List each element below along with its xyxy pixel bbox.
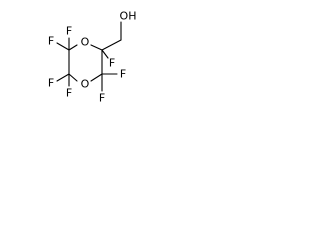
atom-label-o1: O	[81, 36, 90, 49]
bond-o1-c3	[90, 44, 103, 51]
atom-label-o2: O	[81, 78, 90, 91]
bond-c4-o2	[90, 73, 103, 82]
bond-c5-f4	[56, 73, 70, 82]
bond-c3-f3	[101, 49, 109, 59]
bond-c2-o1	[68, 44, 78, 51]
atom-label-f3: F	[109, 57, 115, 70]
bond-o2-c5	[68, 73, 78, 82]
atom-label-oh: OH	[120, 10, 137, 23]
molecule-diagram: OH F F O F F O F F F	[48, 10, 137, 105]
bond-c3-ch2	[101, 39, 122, 51]
atom-label-f6: F	[120, 68, 126, 81]
bond-c2-f1	[56, 42, 70, 51]
atom-label-f2: F	[66, 25, 72, 38]
atom-label-f7: F	[99, 92, 105, 105]
structure-canvas: OH F F O F F O F F F	[0, 0, 179, 118]
atom-label-f5: F	[66, 87, 72, 100]
atom-label-f1: F	[48, 35, 54, 48]
atom-label-f4: F	[48, 77, 54, 90]
